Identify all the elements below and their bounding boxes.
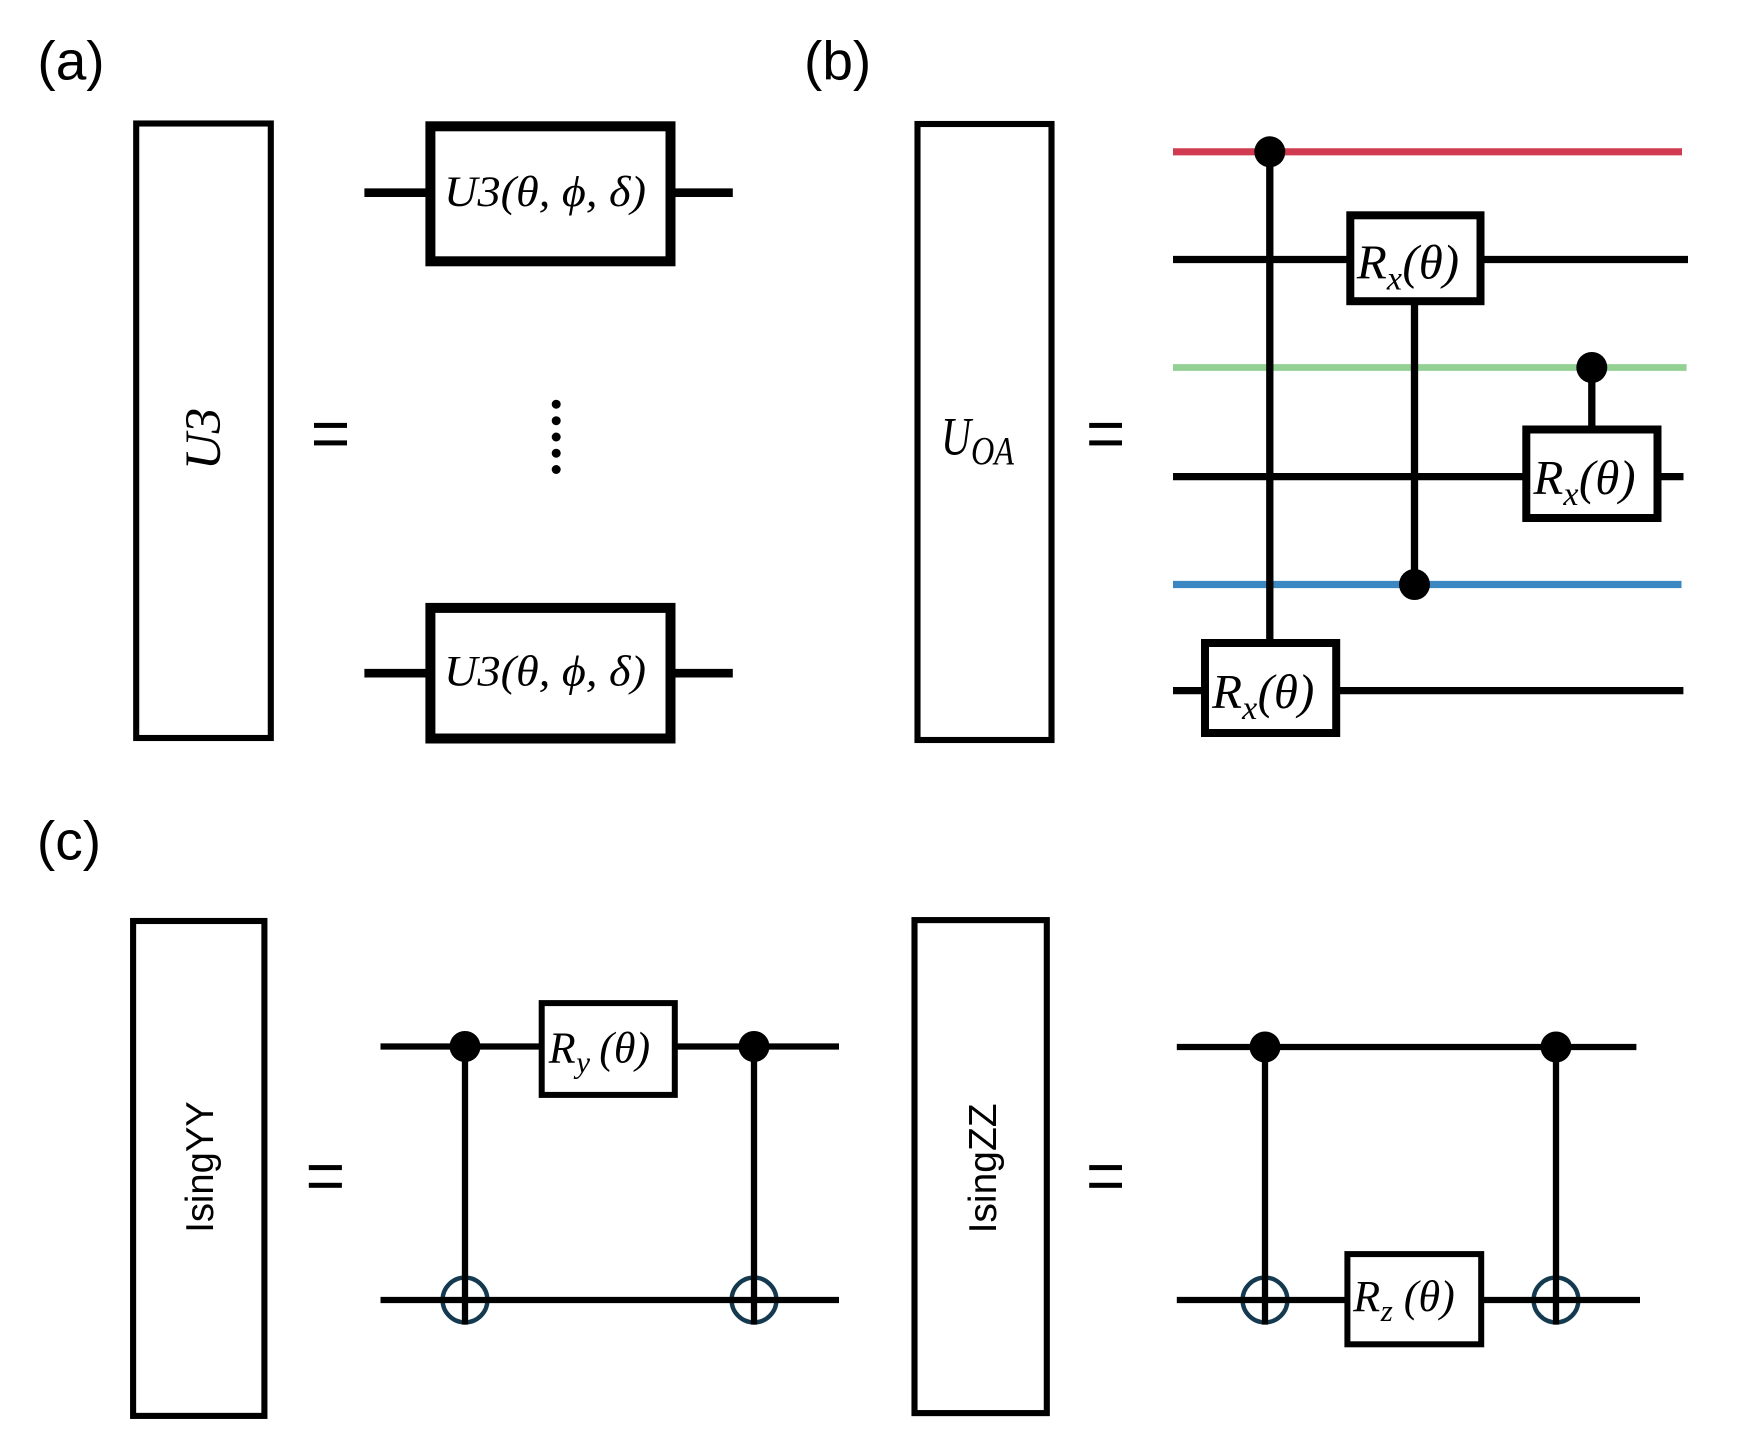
svg-text:y: y (573, 1045, 590, 1080)
svg-text:U3(θ, ϕ, δ): U3(θ, ϕ, δ) (444, 649, 646, 696)
svg-text:R: R (1211, 664, 1242, 719)
svg-text:x: x (1241, 690, 1257, 727)
svg-text:OA: OA (971, 429, 1014, 474)
svg-text:(c): (c) (37, 810, 101, 872)
svg-text:U3(θ, ϕ, δ): U3(θ, ϕ, δ) (444, 169, 646, 216)
svg-text:U3: U3 (176, 408, 232, 470)
svg-text:(a): (a) (37, 30, 104, 92)
svg-text:(θ): (θ) (1402, 234, 1459, 289)
svg-text:IsingYY: IsingYY (179, 1101, 222, 1233)
svg-text:U: U (941, 407, 973, 467)
svg-text:R: R (1532, 450, 1563, 505)
svg-text:R: R (1356, 234, 1387, 289)
svg-text:R: R (548, 1024, 576, 1073)
svg-text:(θ): (θ) (599, 1024, 650, 1073)
svg-text:(θ): (θ) (1404, 1272, 1455, 1321)
svg-text:x: x (1562, 476, 1578, 513)
svg-text:x: x (1386, 260, 1402, 297)
svg-text:(θ): (θ) (1258, 664, 1315, 719)
svg-text:z: z (1380, 1293, 1393, 1328)
svg-text:IsingZZ: IsingZZ (962, 1103, 1005, 1233)
svg-text:(b): (b) (804, 30, 871, 92)
svg-text:(θ): (θ) (1579, 450, 1636, 505)
svg-text:R: R (1352, 1272, 1380, 1321)
